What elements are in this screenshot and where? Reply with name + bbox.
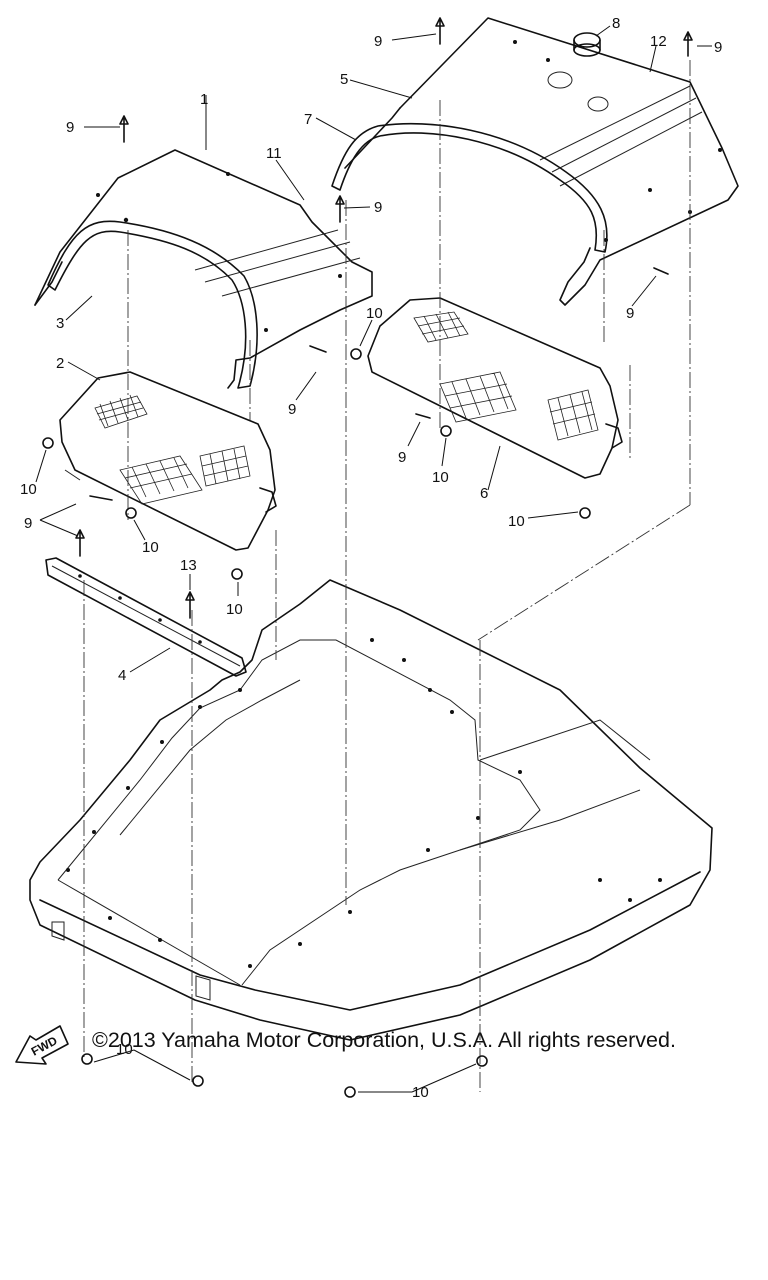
callout-2: 2 — [56, 355, 64, 372]
callout-6: 6 — [480, 485, 488, 502]
callout-9-top-left: 9 — [66, 119, 74, 136]
callout-10-bottom-left: 10 — [116, 1041, 133, 1058]
callout-8: 8 — [612, 15, 620, 32]
hood-main-body — [29, 579, 713, 1041]
callout-9-left-grille: 9 — [288, 401, 296, 418]
part-7-trim-right — [331, 122, 608, 253]
callout-10-left: 10 — [20, 481, 37, 498]
callout-9-top-right: 9 — [714, 39, 722, 56]
part-3-trim-left — [47, 220, 258, 389]
part-6-grille-right — [367, 297, 623, 479]
part-4-lower-bar — [45, 557, 247, 677]
callout-10-bar: 10 — [226, 601, 243, 618]
callout-10-left-grille: 10 — [142, 539, 159, 556]
callout-4: 4 — [118, 667, 126, 684]
callout-10-center: 10 — [366, 305, 383, 322]
callout-12: 12 — [650, 33, 667, 50]
callout-11: 11 — [266, 145, 282, 162]
leader-lines — [35, 25, 712, 1093]
callout-7: 7 — [304, 111, 312, 128]
part-1-top-cover-left — [34, 149, 373, 389]
callout-13: 13 — [180, 557, 197, 574]
callout-9-right-grille: 9 — [398, 449, 406, 466]
callout-9-lower-left: 9 — [24, 515, 32, 532]
callout-1: 1 — [200, 91, 208, 108]
assembly-center-lines — [83, 60, 691, 1092]
callout-5: 5 — [340, 71, 348, 88]
callout-9-center: 9 — [374, 199, 382, 216]
fasteners — [42, 17, 693, 1098]
callout-9-top-center: 9 — [374, 33, 382, 50]
copyright-notice: ©2013 Yamaha Motor Corporation, U.S.A. A… — [92, 1028, 676, 1052]
callout-labels: 1 2 3 4 5 6 7 8 9 9 9 9 9 9 9 9 10 10 10… — [20, 15, 722, 1100]
part-5-top-cover-right — [344, 17, 739, 306]
callout-9-right: 9 — [626, 305, 634, 322]
callout-3: 3 — [56, 315, 64, 332]
exploded-parts-diagram: 1 2 3 4 5 6 7 8 9 9 9 9 9 9 9 9 10 10 10… — [15, 15, 739, 1100]
callout-10-right: 10 — [508, 513, 525, 530]
callout-10-bottom-right: 10 — [412, 1084, 429, 1100]
callout-10-right-grille: 10 — [432, 469, 449, 486]
part-2-grille-left — [59, 371, 277, 551]
